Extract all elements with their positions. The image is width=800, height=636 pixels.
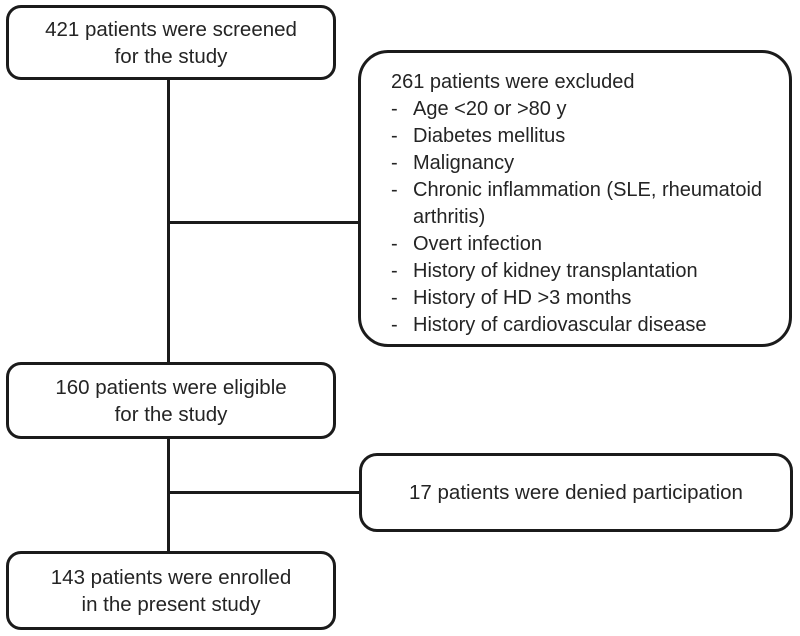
exclusion-item: -Overt infection bbox=[391, 231, 769, 258]
exclusion-item: -History of cardiovascular disease bbox=[391, 312, 769, 339]
denied-box-text: 17 patients were denied participation bbox=[409, 480, 743, 504]
exclusion-item-text: Diabetes mellitus bbox=[413, 125, 566, 147]
enrolled-box: 143 patients were enrolled in the presen… bbox=[6, 551, 336, 630]
bullet-dash: - bbox=[391, 260, 398, 282]
exclusion-item-text: History of HD >3 months bbox=[413, 287, 632, 309]
exclusion-item-text: History of cardiovascular disease bbox=[413, 314, 707, 336]
denied-box: 17 patients were denied participation bbox=[359, 453, 793, 532]
eligible-box: 160 patients were eligible for the study bbox=[6, 362, 336, 439]
exclusion-item: -Age <20 or >80 y bbox=[391, 96, 769, 123]
connector-screened-to-eligible bbox=[167, 78, 170, 364]
exclusion-item: -Chronic inflammation (SLE, rheumatoid a… bbox=[391, 177, 769, 231]
bullet-dash: - bbox=[391, 98, 398, 120]
exclusion-item-text: Overt infection bbox=[413, 233, 542, 255]
exclusion-item-text: Chronic inflammation (SLE, rheumatoid ar… bbox=[413, 179, 763, 228]
bullet-dash: - bbox=[391, 314, 398, 336]
eligible-box-line1: 160 patients were eligible bbox=[55, 375, 287, 399]
exclusion-item: -History of kidney transplantation bbox=[391, 258, 769, 285]
exclusion-list: -Age <20 or >80 y-Diabetes mellitus-Mali… bbox=[391, 96, 769, 339]
bullet-dash: - bbox=[391, 125, 398, 147]
bullet-dash: - bbox=[391, 179, 398, 201]
bullet-dash: - bbox=[391, 233, 398, 255]
connector-branch-to-denied bbox=[169, 491, 361, 494]
excluded-box-title: 261 patients were excluded bbox=[391, 71, 635, 93]
exclusion-item-text: Malignancy bbox=[413, 152, 515, 174]
exclusion-item-text: Age <20 or >80 y bbox=[413, 98, 567, 120]
bullet-dash: - bbox=[391, 152, 398, 174]
connector-branch-to-excluded bbox=[169, 221, 359, 224]
exclusion-item: -History of HD >3 months bbox=[391, 285, 769, 312]
excluded-box: 261 patients were excluded -Age <20 or >… bbox=[358, 50, 792, 347]
exclusion-item-text: History of kidney transplantation bbox=[413, 260, 698, 282]
enrolled-box-line1: 143 patients were enrolled bbox=[50, 565, 292, 589]
exclusion-item: -Diabetes mellitus bbox=[391, 123, 769, 150]
bullet-dash: - bbox=[391, 287, 398, 309]
connector-eligible-to-enrolled bbox=[167, 437, 170, 553]
screened-box-line1: 421 patients were screened bbox=[45, 17, 297, 41]
screened-box: 421 patients were screened for the study bbox=[6, 5, 336, 80]
screened-box-line2: for the study bbox=[114, 44, 228, 68]
eligible-box-line2: for the study bbox=[114, 402, 228, 426]
exclusion-item: -Malignancy bbox=[391, 150, 769, 177]
enrolled-box-line2: in the present study bbox=[81, 592, 261, 616]
